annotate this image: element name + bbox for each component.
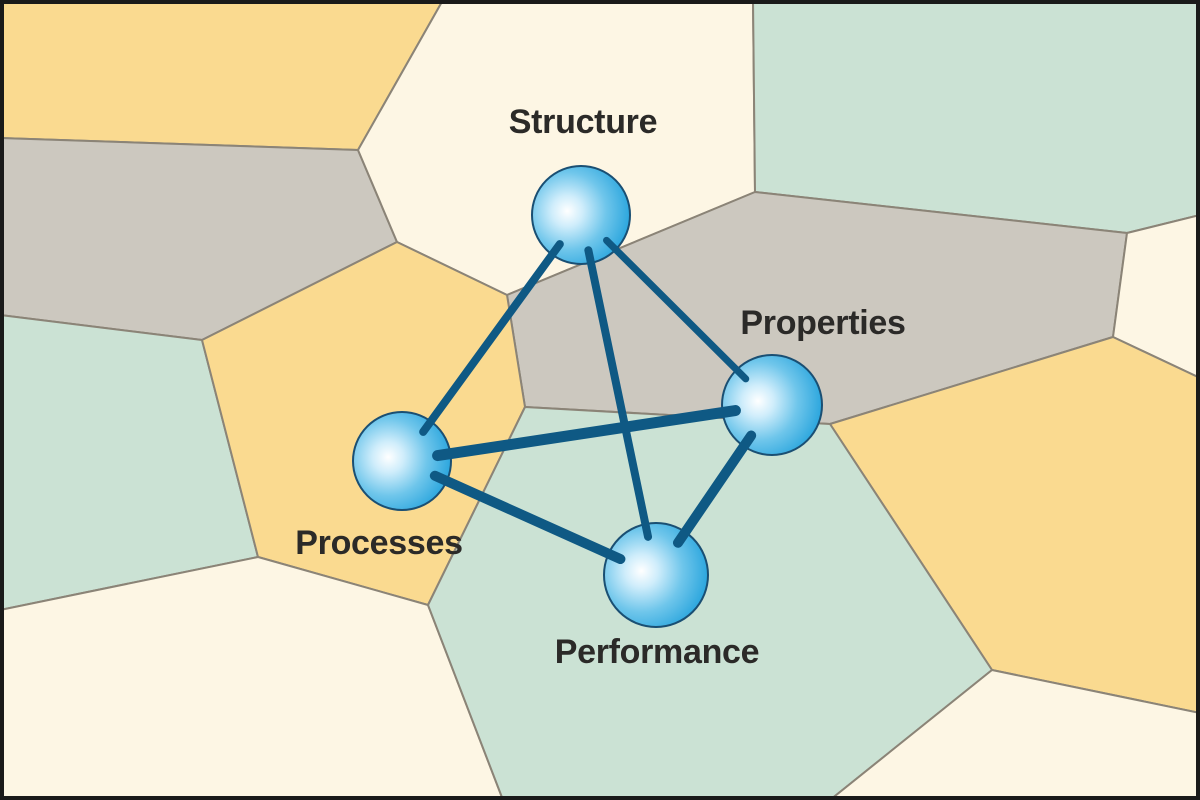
edge-structure-performance xyxy=(584,246,653,541)
edge-structure-properties xyxy=(603,236,750,383)
label-structure: Structure xyxy=(509,103,657,141)
edge-processes-performance xyxy=(429,470,626,565)
node-processes-sphere xyxy=(352,411,452,511)
region-teal-top-right xyxy=(752,0,1200,234)
label-performance: Performance xyxy=(555,633,760,671)
region-teal-center-bottom xyxy=(427,406,993,800)
edge-properties-performance xyxy=(672,430,757,548)
region-cream-right xyxy=(1112,214,1200,379)
edge-processes-properties xyxy=(432,405,741,462)
region-cream-bottom-right xyxy=(829,669,1200,800)
edge-structure-processes xyxy=(419,240,564,436)
label-properties: Properties xyxy=(740,304,905,342)
node-performance-sphere xyxy=(603,522,709,628)
label-processes: Processes xyxy=(295,524,462,562)
